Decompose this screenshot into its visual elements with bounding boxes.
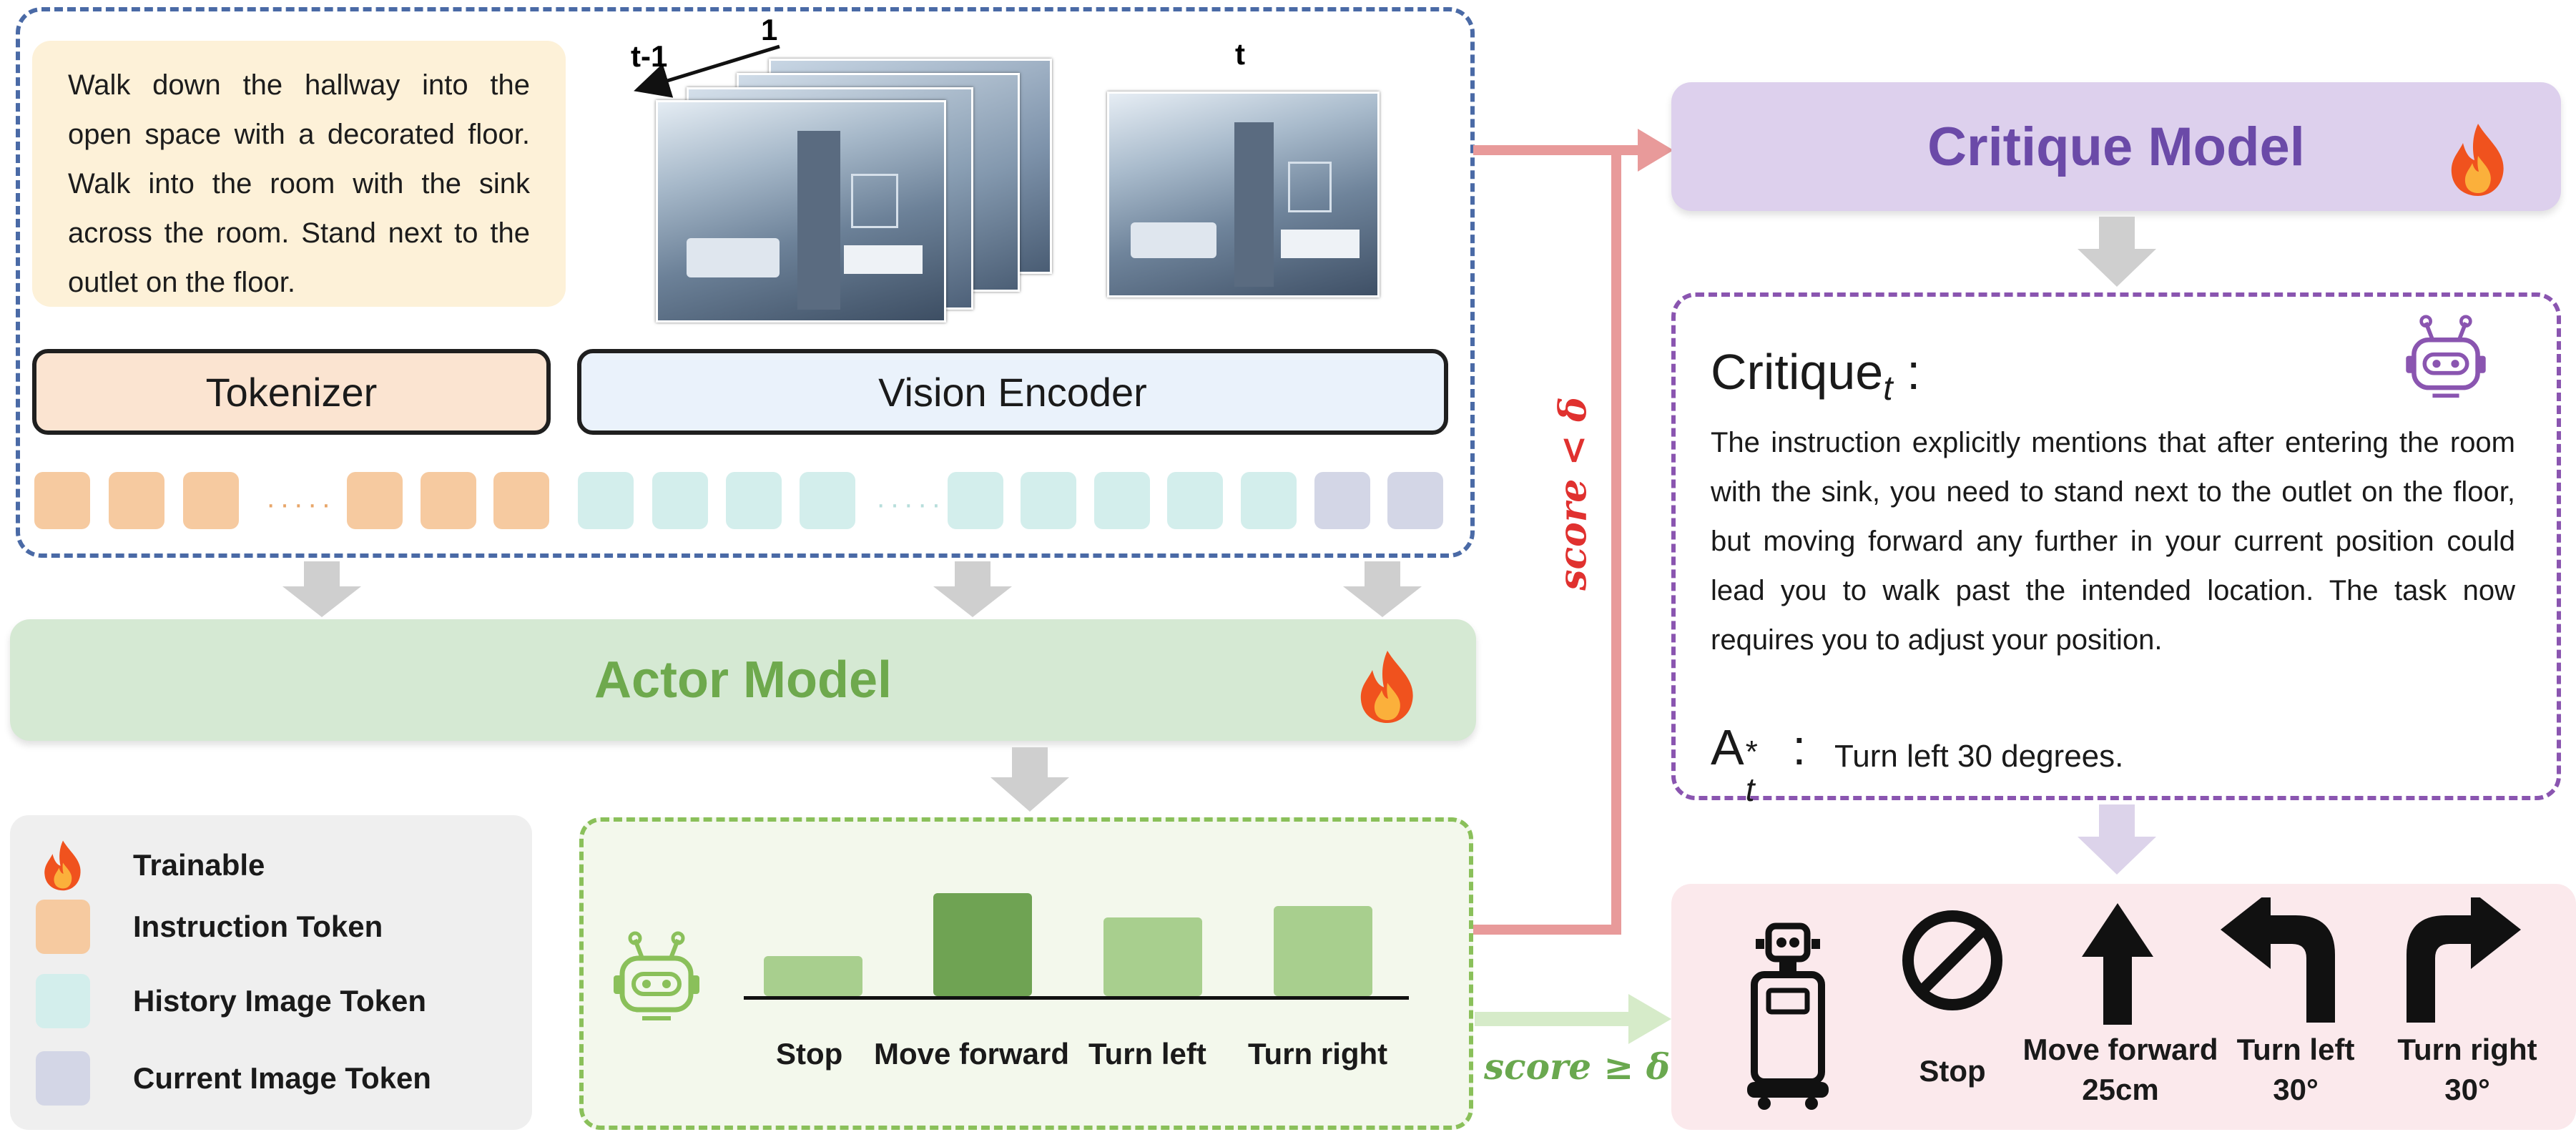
current-label: t [1235,37,1245,71]
arrow-up-icon [2082,903,2153,1025]
action-line2: 30° [2273,1073,2319,1106]
instruction-token [34,472,90,529]
critique-output-region [1671,292,2561,800]
history-image-token [1167,472,1223,529]
tokenizer-box: Tokenizer [32,349,551,435]
current-image [1107,92,1380,297]
history-image-token [1021,472,1076,529]
target-action-text: Turn left 30 degrees. [1834,739,2124,774]
critique-model-title: Critique Model [1927,116,2305,177]
astar-colon: : [1792,719,1806,775]
turn-right-icon [2407,897,2521,1023]
history-label-first: 1 [761,13,778,46]
legend-label: Trainable [133,848,265,882]
token-ellipsis: ····· [266,488,335,520]
history-image-token [726,472,782,529]
down-arrow-icon [2078,217,2156,287]
action-label-forward: Move forward 25cm [2013,1030,2228,1110]
chart-baseline [744,996,1409,1000]
history-label-prev: t-1 [631,39,668,73]
action-label-stop: Stop [1895,1051,2010,1091]
action-label-turn-right: Turn right 30° [2374,1030,2560,1110]
score-high-label: score ≥ δ [1484,1045,1671,1088]
robot-icon [2406,315,2486,398]
legend-item-history-image-token: History Image Token [10,974,426,1028]
input-encoding-region [16,7,1475,558]
history-image-token [948,472,1003,529]
current-image-token [1314,472,1370,529]
bar-label: Turn right [1248,1037,1388,1070]
instruction-text: Walk down the hallway into the open spac… [32,41,566,307]
bar-label: Stop [776,1037,843,1070]
score-low-label: score < δ [1551,397,1596,591]
astar-main: A [1711,719,1744,775]
history-image-token [800,472,855,529]
action-label-turn-left: Turn left 30° [2224,1030,2367,1110]
astar-sub: t [1745,771,1755,808]
fire-icon [1360,651,1413,723]
legend-item-current-image-token: Current Image Token [10,1051,431,1106]
instruction-token [493,472,549,529]
action-bar [933,893,1032,996]
current-image-token [1387,472,1443,529]
history-image-token [1094,472,1150,529]
legend-label: Instruction Token [133,910,383,943]
action-bar [1103,917,1202,996]
bar-label: Move forward [874,1037,1070,1070]
down-arrow-icon [990,747,1069,812]
legend-label: History Image Token [133,984,426,1018]
action-line1: Turn left [2236,1033,2355,1066]
actor-model-box: Actor Model [10,619,1476,741]
token-ellipsis: ····· [876,488,945,520]
instruction-token [183,472,239,529]
history-direction-arrow [634,44,780,98]
robot-icon [614,931,699,1020]
action-line1: Turn right [2397,1033,2537,1066]
down-arrow-icon [2078,804,2156,875]
robot-platform-icon [1747,922,1829,1110]
critique-title-main: Critique [1711,344,1884,400]
astar-sup: * [1745,734,1758,769]
fire-icon [44,840,81,891]
current-token-swatch [36,1051,90,1106]
history-image-token [578,472,634,529]
action-bar [1274,906,1372,996]
score-low-label-wrap: score < δ [1534,379,1613,615]
history-image-token [1241,472,1297,529]
stop-icon [1902,910,2002,1010]
critique-feedback-arrow [1473,129,1673,935]
vision-encoder-box: Vision Encoder [577,349,1448,435]
history-image-token [652,472,708,529]
bar-label: Turn left [1088,1037,1206,1070]
history-token-swatch [36,974,90,1028]
turn-left-icon [2221,897,2335,1023]
critique-title: Critiquet : [1711,343,1920,408]
target-action-symbol: A*t : [1711,719,1806,808]
down-arrow-icon [282,561,361,617]
instruction-token-swatch [36,900,90,954]
action-line1: Stop [1919,1054,1986,1088]
actor-model-title: Actor Model [594,651,892,709]
execute-action-arrow [1475,994,1671,1044]
action-line2: 30° [2444,1073,2490,1106]
down-arrow-icon [933,561,1012,617]
action-bar [764,956,862,996]
critique-title-colon: : [1907,344,1921,400]
action-line2: 25cm [2082,1073,2159,1106]
fire-icon [2451,124,2504,196]
legend-item-trainable: Trainable [10,838,265,892]
instruction-token [421,472,476,529]
critique-model-box: Critique Model [1671,82,2561,211]
critique-text: The instruction explicitly mentions that… [1711,427,2515,656]
instruction-token [347,472,403,529]
down-arrow-icon [1343,561,1422,617]
legend-item-instruction-token: Instruction Token [10,900,383,954]
instruction-token [109,472,164,529]
legend-label: Current Image Token [133,1061,431,1095]
critique-title-sub: t [1883,370,1893,408]
action-line1: Move forward [2022,1033,2218,1066]
legend-panel: Trainable Instruction Token History Imag… [10,815,532,1130]
